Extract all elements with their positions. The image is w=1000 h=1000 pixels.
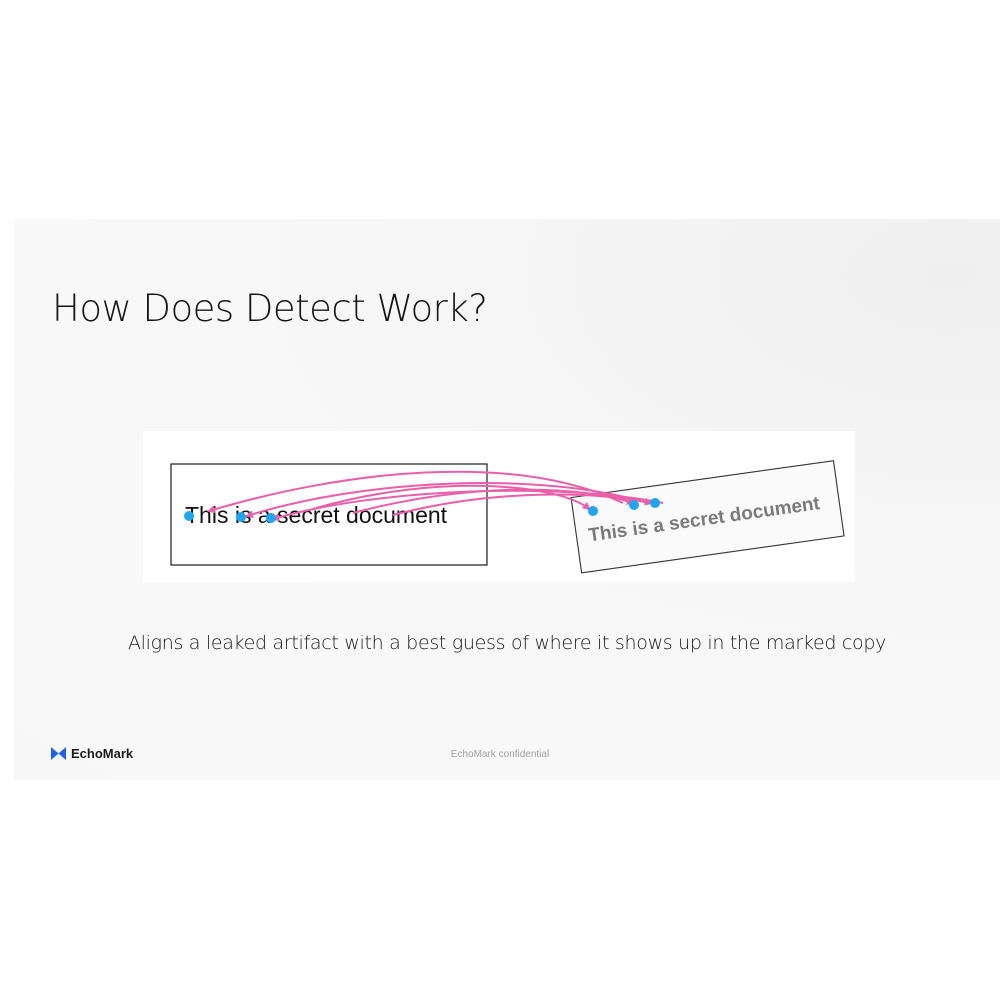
keypoint-markers (184, 498, 660, 523)
brand-name: EchoMark (71, 746, 134, 761)
alignment-figure: This is a secret document This is a secr… (143, 431, 855, 582)
brand-logo: EchoMark (51, 746, 133, 761)
keypoint-leaked-3 (650, 498, 660, 508)
echomark-logo-icon (51, 747, 66, 760)
slide-caption: Aligns a leaked artifact with a best gue… (127, 632, 887, 654)
arrow-6 (392, 493, 653, 516)
keypoint-leaked-1 (588, 506, 598, 516)
correspondence-arrows (207, 470, 664, 522)
arrow-1 (207, 470, 624, 514)
leaked-artifact-box (570, 460, 845, 574)
leaked-artifact: This is a secret document (570, 460, 845, 574)
alignment-diagram: This is a secret document This is a secr… (170, 460, 845, 574)
keypoint-original-3 (266, 513, 276, 523)
keypoint-leaked-2 (629, 500, 639, 510)
confidential-footer: EchoMark confidential (450, 749, 550, 760)
original-document-box (170, 463, 488, 566)
keypoint-original-1 (184, 511, 194, 521)
slide: How Does Detect Work? This is a secret d… (14, 219, 1000, 780)
arrow-4 (312, 484, 591, 511)
keypoint-original-2 (236, 512, 246, 522)
slide-title: How Does Detect Work? (52, 287, 488, 330)
arrow-2 (245, 482, 648, 518)
